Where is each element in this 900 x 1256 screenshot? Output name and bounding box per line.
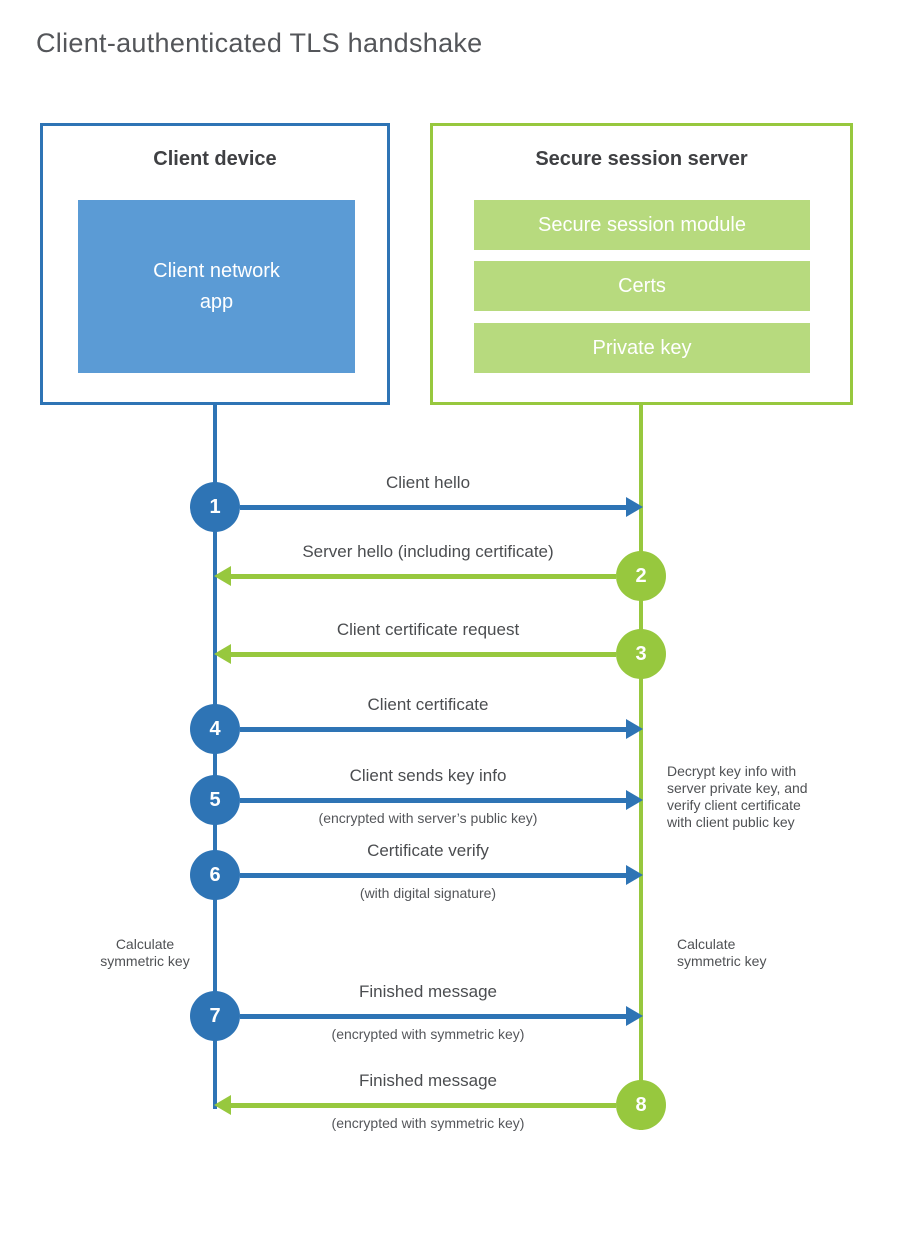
step-1-label: Client hello	[385, 473, 471, 492]
step-7-circle: 7	[190, 991, 240, 1041]
step-6-arrow	[240, 873, 626, 878]
step-4-arrowhead-icon	[626, 719, 643, 739]
step-7-sublabel: (encrypted with symmetric key)	[331, 1026, 525, 1042]
server-module-secure-session: Secure session module	[474, 200, 810, 250]
step-7-arrow	[240, 1014, 626, 1019]
server-decrypt-note: Decrypt key info with server private key…	[667, 763, 808, 830]
server-module-certs: Certs	[474, 261, 810, 311]
step-4-label: Client certificate	[367, 695, 489, 714]
step-2-arrow	[230, 574, 616, 579]
step-5-label: Client sends key info	[349, 766, 507, 785]
client-box-title: Client device	[153, 148, 277, 170]
step-1-arrowhead-icon	[626, 497, 643, 517]
step-8-arrowhead-icon	[214, 1095, 231, 1115]
step-8-circle: 8	[616, 1080, 666, 1130]
step-2-arrowhead-icon	[214, 566, 231, 586]
step-4-circle: 4	[190, 704, 240, 754]
step-6-arrowhead-icon	[626, 865, 643, 885]
step-3-circle: 3	[616, 629, 666, 679]
step-8-sublabel: (encrypted with symmetric key)	[331, 1115, 525, 1131]
step-5-arrowhead-icon	[626, 790, 643, 810]
step-2-circle: 2	[616, 551, 666, 601]
step-3-arrow	[230, 652, 616, 657]
client-network-app-box: Client network app	[78, 200, 355, 373]
step-3-label: Client certificate request	[336, 620, 520, 639]
step-1-circle: 1	[190, 482, 240, 532]
step-6-circle: 6	[190, 850, 240, 900]
step-3-arrowhead-icon	[214, 644, 231, 664]
server-calculate-symmetric-key-note: Calculate symmetric key	[677, 936, 767, 969]
step-6-label: Certificate verify	[367, 841, 489, 860]
step-1-arrow	[240, 505, 626, 510]
step-5-sublabel: (encrypted with server’s public key)	[318, 810, 538, 826]
diagram-title: Client-authenticated TLS handshake	[36, 28, 483, 58]
server-lifeline	[639, 405, 643, 1130]
client-calculate-symmetric-key-note: Calculate symmetric key	[100, 936, 190, 969]
server-module-private-key: Private key	[474, 323, 810, 373]
server-box-title: Secure session server	[535, 148, 748, 170]
step-7-label: Finished message	[359, 982, 497, 1001]
step-8-arrow	[230, 1103, 616, 1108]
step-2-label: Server hello (including certificate)	[302, 542, 554, 561]
client-lifeline	[213, 405, 217, 1109]
step-5-arrow	[240, 798, 626, 803]
step-5-circle: 5	[190, 775, 240, 825]
step-4-arrow	[240, 727, 626, 732]
step-8-label: Finished message	[359, 1071, 497, 1090]
step-7-arrowhead-icon	[626, 1006, 643, 1026]
step-6-sublabel: (with digital signature)	[359, 885, 497, 901]
